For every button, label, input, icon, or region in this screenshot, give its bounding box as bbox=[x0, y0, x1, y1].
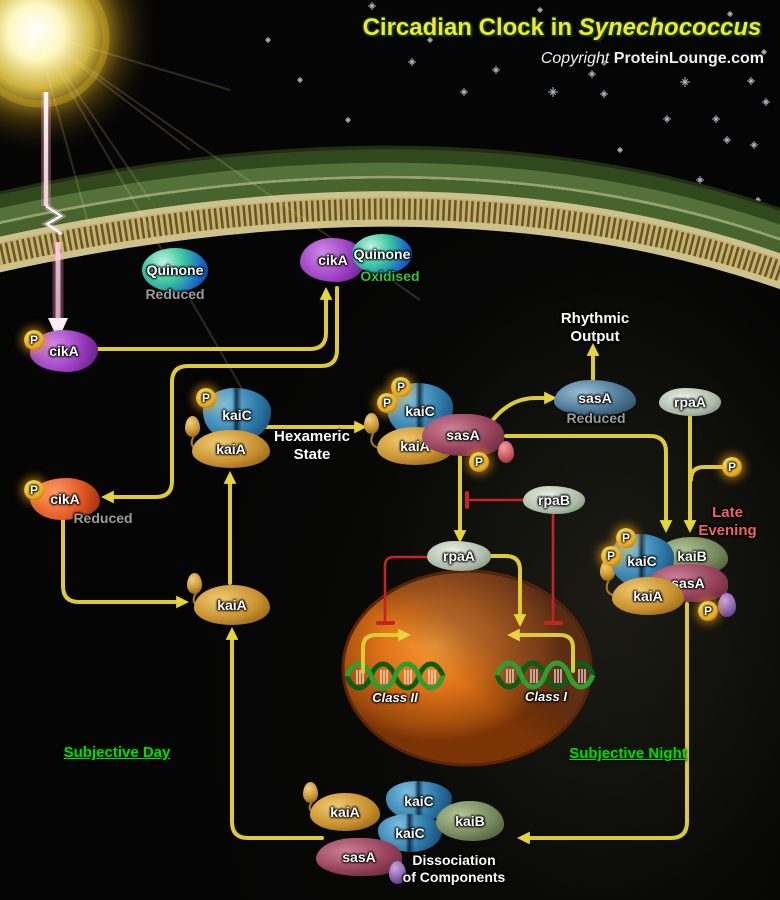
sasa-reduced-molecule: sasA bbox=[554, 380, 636, 416]
arrow-oxidised-to-reduced-cika bbox=[101, 286, 339, 504]
starfield bbox=[265, 2, 770, 203]
kaia-molecule: kaiA bbox=[192, 430, 270, 468]
kaia-balloon bbox=[303, 782, 318, 803]
arrow-cika-to-oxidised bbox=[93, 287, 333, 351]
phosphate-badge: P bbox=[24, 330, 44, 350]
sasa-balloon bbox=[718, 593, 736, 617]
dna-class-i bbox=[494, 660, 596, 690]
phosphate-badge: P bbox=[601, 546, 621, 566]
sasa-balloon bbox=[498, 441, 514, 463]
class-i-gene-label: Class I bbox=[525, 689, 567, 704]
copyright: Copyright ProteinLounge.com bbox=[540, 50, 764, 67]
quinone-reduced-molecule: Quinone bbox=[142, 248, 208, 292]
rpaa-molecule: rpaA bbox=[427, 541, 491, 571]
sun bbox=[0, 0, 421, 421]
phosphate-badge: P bbox=[377, 393, 397, 413]
arrow-reduced-cika-to-kaia bbox=[61, 514, 189, 609]
sasa-molecule: sasA bbox=[316, 838, 402, 876]
arrow-complex-to-sasa-reduced bbox=[490, 391, 557, 423]
quinone-oxidised-molecule: Quinone bbox=[352, 234, 412, 274]
phosphate-badge: P bbox=[391, 377, 411, 397]
arrow-complex-to-late-evening bbox=[504, 434, 673, 533]
phosphate-badge: P bbox=[24, 480, 44, 500]
kaia-balloon bbox=[185, 416, 200, 437]
cika-reduced-state: Reduced bbox=[73, 510, 133, 526]
inhibition-lines bbox=[376, 491, 563, 625]
arrow-dissociation-to-kaia bbox=[225, 627, 324, 840]
arrow-late-to-dissociation bbox=[517, 602, 689, 845]
sasa-balloon bbox=[389, 861, 406, 884]
organism-name: Synechococcus bbox=[578, 14, 762, 41]
kaia-balloon bbox=[364, 413, 379, 434]
nucleoid-cell bbox=[341, 569, 593, 767]
sasa-reduced-state: Reduced bbox=[566, 410, 626, 426]
arrow-rpaa-to-class-i bbox=[487, 554, 527, 627]
subjective-night-label: Subjective Night bbox=[569, 745, 687, 762]
inhibit-rpaa-to-class-ii bbox=[383, 555, 433, 622]
kaia-molecule: kaiA bbox=[194, 585, 270, 625]
arrow-class-ii-promoter bbox=[361, 628, 411, 674]
phosphate-badge: P bbox=[698, 601, 718, 621]
kaia-balloon bbox=[187, 573, 202, 594]
rpab-molecule: rpaB bbox=[523, 486, 585, 514]
phosphate-badge: P bbox=[196, 388, 216, 408]
kaia-molecule: kaiA bbox=[612, 577, 684, 615]
quinone-oxidised-state: Oxidised bbox=[360, 268, 420, 284]
phosphate-badge: P bbox=[469, 452, 489, 472]
light-beam-arrow bbox=[41, 92, 68, 340]
cell-membrane bbox=[0, 145, 780, 290]
phosphate-badge: P bbox=[616, 528, 636, 548]
subjective-day-label: Subjective Day bbox=[63, 744, 171, 761]
kaib-molecule: kaiB bbox=[436, 801, 504, 841]
class-ii-gene-label: Class II bbox=[372, 690, 418, 705]
page-title: Circadian Clock in Synechococcus bbox=[362, 14, 762, 41]
sasa-molecule: sasA bbox=[422, 414, 504, 456]
line-phosphate-join bbox=[689, 465, 724, 482]
kaia-molecule: kaiA bbox=[310, 793, 380, 831]
quinone-reduced-state: Reduced bbox=[145, 286, 205, 302]
arrow-class-i-promoter bbox=[507, 628, 575, 673]
activation-arrows bbox=[61, 286, 724, 845]
rpaa-molecule: rpaA bbox=[659, 388, 721, 416]
phosphate-badge: P bbox=[722, 457, 742, 477]
